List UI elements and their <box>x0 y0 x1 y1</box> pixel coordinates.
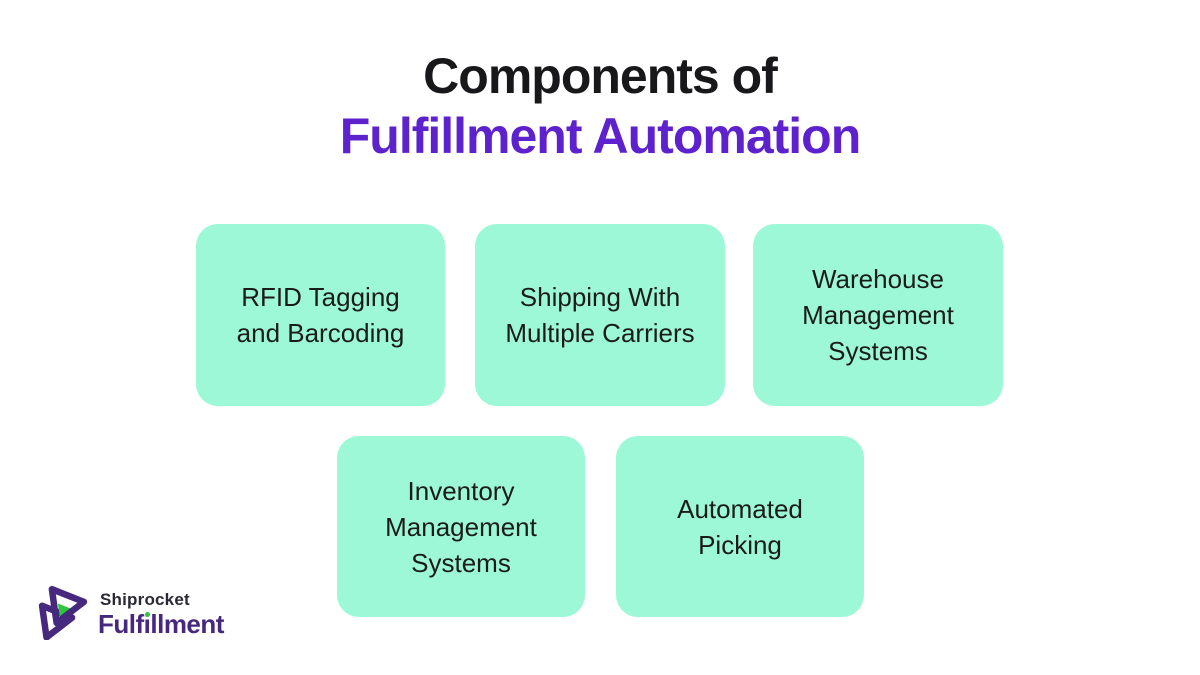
component-box-label: Shipping With Multiple Carriers <box>505 282 695 348</box>
component-box-label: Inventory Management Systems <box>385 475 537 578</box>
logo-product-text: Fulfillment <box>98 611 224 637</box>
component-box-automated-picking: Automated Picking <box>616 436 864 617</box>
logo-text-block: Shiprocket Fulfillment <box>98 591 224 637</box>
component-box-label: RFID Tagging and Barcoding <box>236 282 405 348</box>
title-line-2: Fulfillment Automation <box>339 108 862 164</box>
component-box-label: Warehouse Management Systems <box>802 264 954 366</box>
shiprocket-fulfillment-logo: Shiprocket Fulfillment <box>34 582 224 645</box>
page-title: Components of Fulfillment Automation <box>0 46 1200 166</box>
shiprocket-logo-icon <box>34 582 90 645</box>
component-box-rfid-tagging-and-barcoding: RFID Tagging and Barcoding <box>196 224 445 406</box>
component-box-shipping-with-multiple-carriers: Shipping With Multiple Carriers <box>475 224 725 406</box>
logo-brand-text: Shiprocket <box>100 589 190 609</box>
title-line-1: Components of <box>423 48 778 104</box>
component-box-warehouse-management-systems: Warehouse Management Systems <box>753 224 1003 406</box>
logo-product-word: Fulfillment <box>98 608 224 639</box>
logo-i-dot <box>145 611 150 617</box>
component-box-label: Automated Picking <box>677 493 803 560</box>
component-box-inventory-management-systems: Inventory Management Systems <box>337 436 585 617</box>
